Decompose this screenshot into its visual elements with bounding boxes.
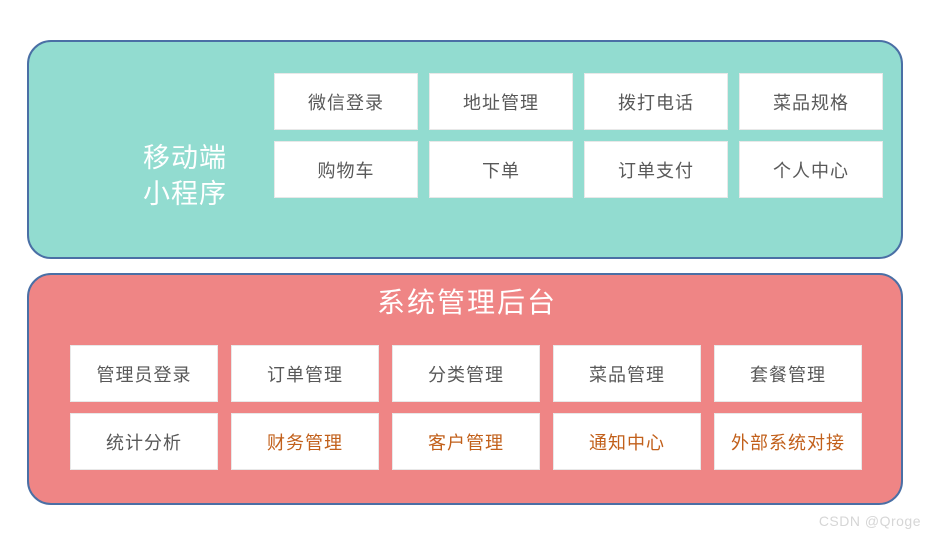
mobile-panel-cell[interactable]: 个人中心 xyxy=(739,141,883,198)
admin-panel-cell[interactable]: 管理员登录 xyxy=(70,345,218,402)
admin-panel-cell[interactable]: 财务管理 xyxy=(231,413,379,470)
admin-panel-cell[interactable]: 通知中心 xyxy=(553,413,701,470)
admin-panel-cell[interactable]: 分类管理 xyxy=(392,345,540,402)
admin-backend-panel: 系统管理后台 管理员登录订单管理分类管理菜品管理套餐管理统计分析财务管理客户管理… xyxy=(27,273,903,505)
admin-feature-grid: 管理员登录订单管理分类管理菜品管理套餐管理统计分析财务管理客户管理通知中心外部系… xyxy=(70,345,864,470)
admin-panel-cell[interactable]: 订单管理 xyxy=(231,345,379,402)
mobile-panel-cell[interactable]: 地址管理 xyxy=(429,73,573,130)
admin-panel-cell[interactable]: 外部系统对接 xyxy=(714,413,862,470)
admin-panel-cell[interactable]: 套餐管理 xyxy=(714,345,862,402)
mobile-panel-cell[interactable]: 购物车 xyxy=(274,141,418,198)
mobile-panel-label: 移动端 小程序 xyxy=(143,143,227,209)
mobile-feature-grid: 微信登录地址管理拨打电话菜品规格购物车下单订单支付个人中心 xyxy=(274,73,894,198)
mobile-miniprogram-panel: 移动端 小程序 微信登录地址管理拨打电话菜品规格购物车下单订单支付个人中心 xyxy=(27,40,903,259)
mobile-panel-cell[interactable]: 订单支付 xyxy=(584,141,728,198)
admin-panel-cell[interactable]: 客户管理 xyxy=(392,413,540,470)
admin-panel-cell[interactable]: 统计分析 xyxy=(70,413,218,470)
admin-panel-cell[interactable]: 菜品管理 xyxy=(553,345,701,402)
mobile-panel-cell[interactable]: 下单 xyxy=(429,141,573,198)
mobile-panel-cell[interactable]: 拨打电话 xyxy=(584,73,728,130)
mobile-panel-cell[interactable]: 微信登录 xyxy=(274,73,418,130)
watermark: CSDN @Qroge xyxy=(818,513,921,529)
mobile-panel-cell[interactable]: 菜品规格 xyxy=(739,73,883,130)
admin-panel-title: 系统管理后台 xyxy=(376,288,557,319)
